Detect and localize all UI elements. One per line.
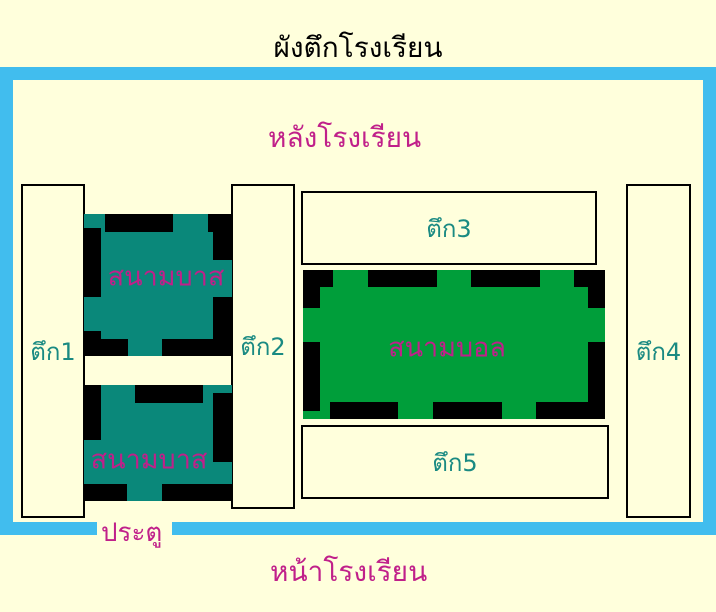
field-border xyxy=(303,342,320,411)
front-of-school-label: หน้าโรงเรียน xyxy=(270,555,428,588)
frame-bottom-right xyxy=(172,522,716,535)
field-border xyxy=(330,402,398,419)
court-border xyxy=(162,484,232,501)
court-border xyxy=(84,484,127,501)
building-4: ตึก4 xyxy=(626,184,691,518)
building-4-label: ตึก4 xyxy=(635,337,682,366)
court-border xyxy=(213,214,232,260)
building-5: ตึก5 xyxy=(301,425,609,499)
court-border xyxy=(213,297,232,356)
frame-top xyxy=(0,67,716,80)
field-border xyxy=(588,270,605,308)
basketball-court-1 xyxy=(84,214,232,356)
frame-left xyxy=(0,67,13,535)
building-2: ตึก2 xyxy=(231,184,295,509)
basketball-court-2-label: สนามบาส xyxy=(90,444,208,476)
building-2-label: ตึก2 xyxy=(240,333,286,361)
back-of-school-label: หลังโรงเรียน xyxy=(268,121,422,154)
basketball-court-2 xyxy=(84,385,232,501)
court-border xyxy=(105,214,173,232)
field-border xyxy=(536,402,605,419)
frame-right xyxy=(703,67,716,535)
basketball-court-1-label: สนามบาส xyxy=(107,261,225,293)
gate-label: ประตู xyxy=(101,518,163,548)
football-field-label: สนามบอล xyxy=(388,332,506,364)
court-border xyxy=(135,385,203,403)
court-border xyxy=(84,385,101,440)
field-border xyxy=(588,342,605,419)
field-border xyxy=(433,402,502,419)
football-field xyxy=(303,270,605,419)
court-border xyxy=(213,393,232,462)
field-border xyxy=(368,270,437,287)
court-border xyxy=(84,339,128,356)
court-border xyxy=(84,228,101,297)
frame-bottom-left xyxy=(0,522,97,535)
building-1-label: ตึก1 xyxy=(30,337,76,366)
building-5-label: ตึก5 xyxy=(432,448,478,477)
diagram-title: ผังตึกโรงเรียน xyxy=(273,31,443,64)
field-border xyxy=(303,270,320,308)
building-3-label: ตึก3 xyxy=(426,214,472,243)
building-1: ตึก1 xyxy=(21,184,85,518)
field-border xyxy=(471,270,540,287)
building-3: ตึก3 xyxy=(301,191,597,265)
